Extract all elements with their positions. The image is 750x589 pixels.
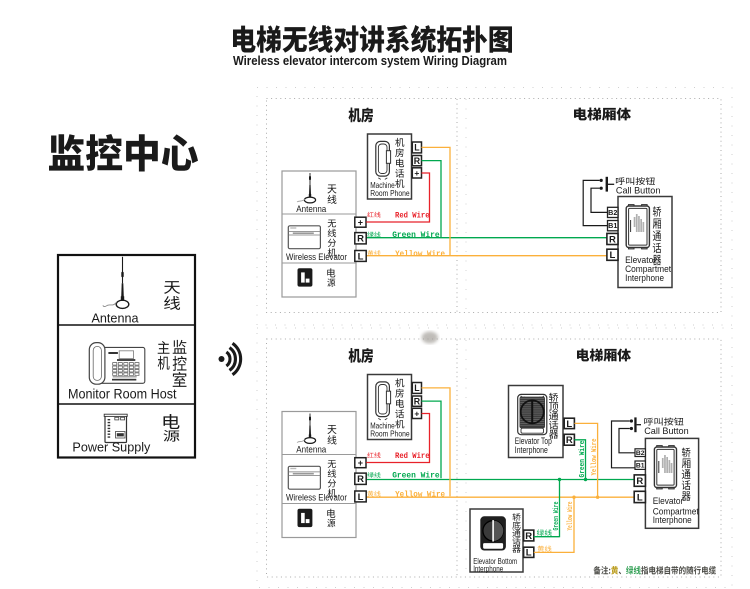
- svg-text:Green Wire: Green Wire: [579, 440, 587, 477]
- svg-text:L: L: [358, 492, 364, 503]
- svg-text:B1: B1: [608, 221, 617, 230]
- svg-text:Monitor Room Host: Monitor Room Host: [68, 387, 177, 403]
- svg-text:Machine: Machine: [370, 421, 395, 431]
- svg-text:Wireless Elevator: Wireless Elevator: [286, 493, 347, 504]
- svg-text:B1: B1: [636, 463, 645, 470]
- svg-text:Yellow Wire: Yellow Wire: [395, 250, 445, 259]
- svg-text:+: +: [414, 408, 419, 418]
- svg-text:R: R: [414, 156, 421, 166]
- svg-text:+: +: [358, 458, 363, 468]
- svg-text:Elevator Bottom: Elevator Bottom: [473, 557, 517, 566]
- svg-text:Interphone: Interphone: [473, 565, 503, 574]
- svg-text:L: L: [414, 383, 420, 393]
- svg-text:B2: B2: [636, 450, 645, 457]
- svg-text:Green Wire: Green Wire: [392, 231, 440, 240]
- svg-text:L: L: [526, 548, 532, 559]
- svg-text:Elevator Top: Elevator Top: [515, 436, 552, 446]
- svg-text:Power Supply: Power Supply: [72, 440, 150, 455]
- svg-text:Red Wire: Red Wire: [395, 452, 430, 461]
- svg-text:R: R: [566, 435, 573, 446]
- svg-text:+: +: [414, 168, 419, 178]
- svg-text:L: L: [566, 419, 572, 430]
- svg-text:Room Phone: Room Phone: [370, 188, 410, 198]
- svg-text:Call Button: Call Button: [616, 186, 661, 196]
- svg-text:Wireless Elevator: Wireless Elevator: [286, 252, 347, 263]
- svg-text:Compartmet: Compartmet: [625, 264, 671, 274]
- svg-text:Antenna: Antenna: [92, 311, 140, 326]
- svg-text:+: +: [358, 217, 363, 227]
- svg-text:Elevator: Elevator: [625, 255, 656, 265]
- svg-text:Machine: Machine: [370, 180, 395, 190]
- svg-text:Wireless elevator intercom sys: Wireless elevator intercom system Wiring…: [233, 53, 507, 68]
- svg-text:L: L: [414, 143, 420, 153]
- svg-text:L: L: [637, 492, 643, 503]
- svg-text:R: R: [357, 234, 364, 245]
- svg-text:Antenna: Antenna: [296, 444, 327, 455]
- svg-text:Green Wire: Green Wire: [392, 472, 440, 481]
- svg-text:Interphone: Interphone: [625, 273, 664, 283]
- svg-text:Elevator: Elevator: [653, 496, 684, 506]
- svg-text:R: R: [357, 474, 364, 485]
- svg-text:Yellow Wire: Yellow Wire: [567, 501, 575, 530]
- svg-text:Red Wire: Red Wire: [395, 212, 430, 221]
- svg-text:Room Phone: Room Phone: [370, 429, 410, 439]
- svg-text:B2: B2: [608, 208, 617, 217]
- svg-text:Yellow Wire: Yellow Wire: [395, 490, 445, 499]
- svg-text:Compartmet: Compartmet: [653, 506, 699, 516]
- svg-text:R: R: [636, 476, 643, 487]
- svg-text:R: R: [525, 531, 532, 542]
- svg-text:L: L: [610, 250, 616, 261]
- svg-text:Interphone: Interphone: [515, 445, 548, 455]
- svg-text:Interphone: Interphone: [653, 515, 692, 525]
- svg-text:Antenna: Antenna: [296, 204, 327, 215]
- svg-text:Green Wire: Green Wire: [553, 501, 561, 530]
- svg-text:R: R: [414, 396, 421, 406]
- svg-text:Yellow Wire: Yellow Wire: [591, 438, 599, 475]
- svg-text:Call Button: Call Button: [644, 426, 689, 436]
- svg-text:R: R: [609, 234, 616, 245]
- svg-text:L: L: [358, 251, 364, 262]
